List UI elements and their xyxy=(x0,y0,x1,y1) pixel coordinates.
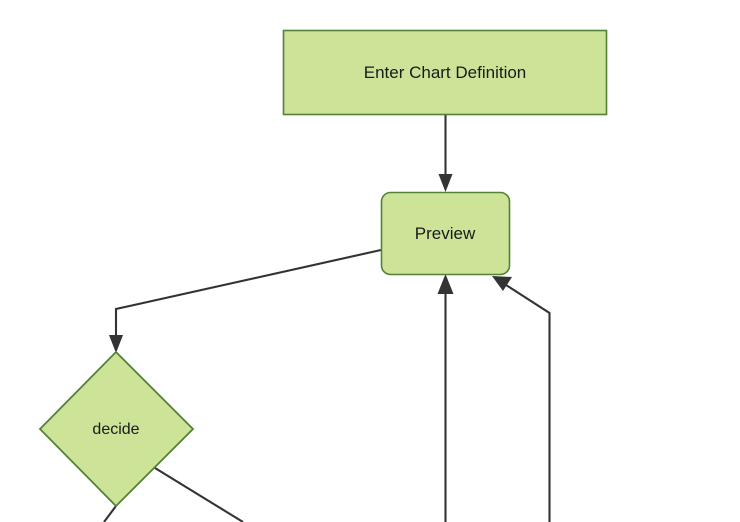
node-label-preview: Preview xyxy=(415,224,476,243)
edge-line xyxy=(114,248,382,339)
node-rectangle[interactable] xyxy=(282,29,608,116)
node-preview[interactable]: Preview xyxy=(380,191,511,276)
arrowhead-icon xyxy=(109,335,123,353)
arrowhead-icon xyxy=(492,276,512,291)
edge-line xyxy=(505,284,551,522)
node-decide[interactable]: decide xyxy=(38,350,195,508)
node-enter-chart-definition[interactable]: Enter Chart Definition xyxy=(282,29,608,116)
arrowhead-icon xyxy=(438,174,453,192)
edge-line xyxy=(154,467,244,522)
node-diamond[interactable] xyxy=(38,350,195,508)
node-label-enter-chart-definition: Enter Chart Definition xyxy=(364,63,527,82)
edge-line xyxy=(103,505,117,522)
node-label-decide: decide xyxy=(92,421,139,438)
arrowhead-icon xyxy=(437,274,454,294)
edge-decide-right-out xyxy=(154,467,244,522)
edge-enter-to-preview xyxy=(438,114,453,192)
node-rounded-rectangle[interactable] xyxy=(380,191,511,276)
edge-bottom-left-to-preview xyxy=(437,274,454,522)
edge-bottom-right-to-preview xyxy=(492,276,551,522)
edge-preview-to-decide xyxy=(109,248,382,353)
edge-decide-bottom-out xyxy=(103,505,117,522)
